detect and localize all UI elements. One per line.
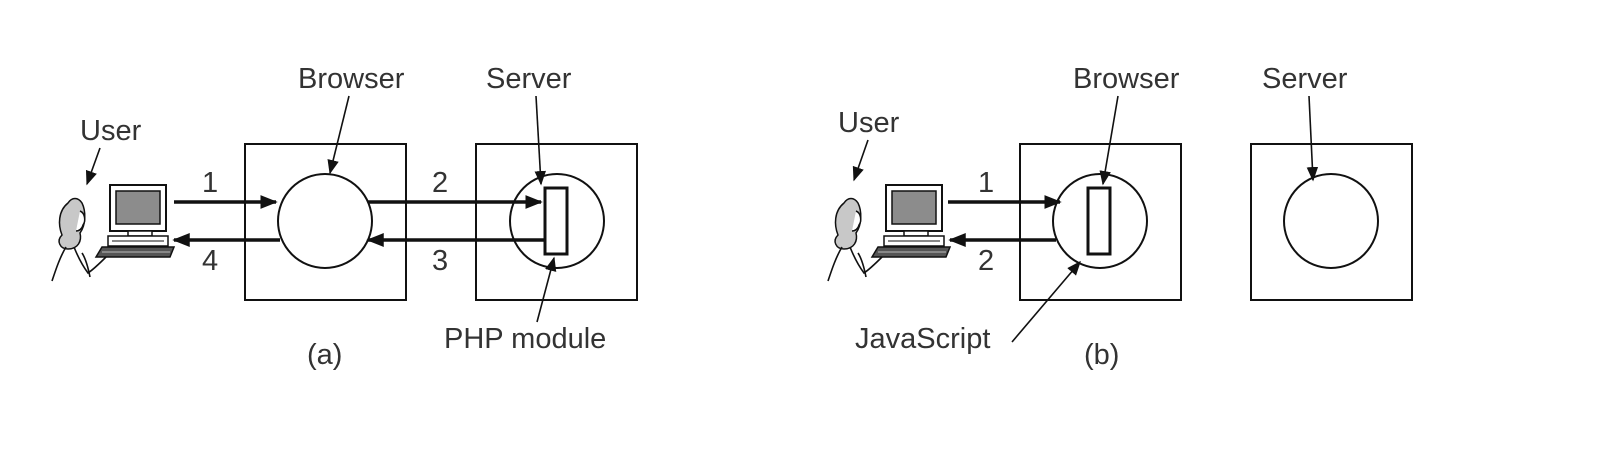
javascript-label: JavaScript xyxy=(855,323,990,355)
php-module-block xyxy=(543,186,569,256)
step-3-a: 3 xyxy=(432,245,448,277)
browser-pointer-b xyxy=(1099,95,1119,186)
php-module-label: PHP module xyxy=(444,323,606,355)
user-label-a: User xyxy=(80,115,142,147)
javascript-pointer xyxy=(1011,260,1081,343)
user-label-b: User xyxy=(838,107,900,139)
browser-pointer-a xyxy=(327,95,350,175)
caption-b: (b) xyxy=(1084,339,1119,371)
caption-a: (a) xyxy=(307,339,342,371)
server-pointer-a xyxy=(534,95,547,186)
panel-b: User Browser Server JavaScript 1 2 (b) xyxy=(827,63,1413,371)
user-icon xyxy=(827,184,951,282)
server-pointer-b xyxy=(1306,95,1319,182)
php-module-pointer xyxy=(536,256,557,323)
step-4-a: 4 xyxy=(202,245,218,277)
step-1-b: 1 xyxy=(978,167,994,199)
step-2-b: 2 xyxy=(978,245,994,277)
step-1-a: 1 xyxy=(202,167,218,199)
javascript-block xyxy=(1086,186,1112,256)
server-process-b xyxy=(1283,173,1379,269)
browser-label-b: Browser xyxy=(1073,63,1180,95)
step-2-a: 2 xyxy=(432,167,448,199)
panel-a: User Browser Server PHP module 1 2 3 4 (… xyxy=(51,63,638,371)
server-label-a: Server xyxy=(486,63,572,95)
browser-label-a: Browser xyxy=(298,63,405,95)
user-icon xyxy=(51,184,175,282)
browser-process-a xyxy=(277,173,373,269)
user-pointer-a xyxy=(85,147,101,186)
user-pointer-b xyxy=(852,139,869,182)
server-label-b: Server xyxy=(1262,63,1348,95)
